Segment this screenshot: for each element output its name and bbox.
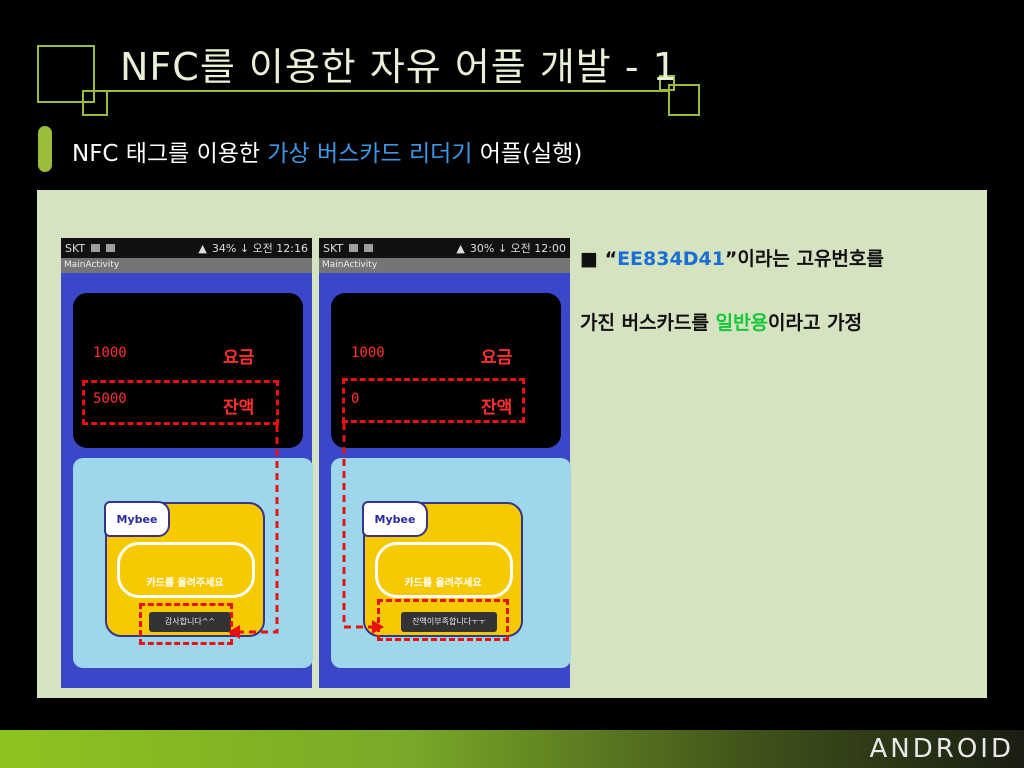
- highlight-message-2: [377, 599, 509, 641]
- status-time: 34% ↓ 오전 12:16: [211, 242, 308, 255]
- fare-label: 요금: [481, 348, 513, 368]
- decor-square-small-left: [82, 90, 108, 116]
- bullet: ■: [580, 248, 598, 270]
- slide-title: NFC를 이용한 자유 어플 개발 - 1: [120, 45, 678, 89]
- subtitle-highlight: 가상 버스카드 리더기: [267, 141, 473, 167]
- bus-card[interactable]: Mybee 카드를 올려주세요 감사합니다^^: [104, 501, 265, 637]
- display-panel: 1000 요금 0 잔액: [331, 293, 561, 448]
- result-message: 감사합니다^^: [149, 612, 231, 632]
- subtitle-part-1: NFC 태그를 이용한: [72, 141, 268, 167]
- carrier-label: SKT: [323, 241, 344, 255]
- subtitle-part-3: 어플(실행): [472, 141, 583, 167]
- highlight-message-1: [139, 603, 233, 645]
- decor-square-large-right: [668, 84, 700, 116]
- android-logo: ANDROID: [869, 734, 1014, 764]
- highlight-balance-2: [342, 378, 525, 423]
- card-brand-logo: Mybee: [104, 501, 170, 537]
- notification-icon: [349, 244, 359, 252]
- result-message: 잔액이부족합니다ㅜㅜ: [401, 612, 497, 632]
- fare-label: 요금: [223, 348, 255, 368]
- description-line-1: ■ “EE834D41”이라는 고유번호를: [580, 244, 884, 271]
- signal-icon: ▲: [456, 241, 465, 255]
- image-icon: [364, 244, 374, 252]
- balance-label: 잔액: [481, 398, 513, 418]
- highlight-balance-1: [82, 380, 279, 425]
- app-title-bar: MainActivity: [61, 258, 312, 273]
- status-bar: SKT ▲ 34% ↓ 오전 12:16: [61, 238, 312, 258]
- carrier-label: SKT: [65, 241, 86, 255]
- brand-text: Mybee: [116, 512, 158, 526]
- image-icon: [106, 244, 116, 252]
- balance-label: 잔액: [223, 398, 255, 418]
- subtitle-marker: [38, 126, 52, 172]
- nfc-waves-icon: [375, 542, 513, 598]
- description-line-2-head: 가진 버스카드를: [580, 312, 716, 334]
- notification-icon: [91, 244, 101, 252]
- brand-text: Mybee: [374, 512, 416, 526]
- signal-icon: ▲: [198, 241, 207, 255]
- card-brand-logo: Mybee: [362, 501, 428, 537]
- slide-subtitle: NFC 태그를 이용한 가상 버스카드 리더기 어플(실행): [72, 134, 582, 168]
- title-underline: [95, 90, 670, 92]
- decor-square-large-left: [37, 45, 95, 103]
- app-title-bar: MainActivity: [319, 258, 570, 273]
- fare-value: 1000: [351, 345, 385, 361]
- balance-value: 0: [351, 391, 360, 407]
- footer-bar: [0, 730, 1024, 768]
- quote-open: “: [604, 248, 618, 270]
- description-line-2: 가진 버스카드를 일반용이라고 가정: [580, 308, 862, 335]
- balance-value: 5000: [93, 391, 127, 407]
- card-instruction: 카드를 올려주세요: [404, 578, 482, 589]
- fare-value: 1000: [93, 345, 127, 361]
- status-bar: SKT ▲ 30% ↓ 오전 12:00: [319, 238, 570, 258]
- bus-card[interactable]: Mybee 카드를 올려주세요 잔액이부족합니다ㅜㅜ: [362, 501, 523, 637]
- card-instruction: 카드를 올려주세요: [146, 578, 224, 589]
- nfc-waves-icon: [117, 542, 255, 598]
- description-line-1-tail: ”이라는 고유번호를: [724, 248, 884, 270]
- description-line-2-tail: 이라고 가정: [768, 312, 863, 334]
- status-time: 30% ↓ 오전 12:00: [469, 242, 566, 255]
- card-id: EE834D41: [617, 248, 725, 270]
- card-mode: 일반용: [715, 312, 769, 334]
